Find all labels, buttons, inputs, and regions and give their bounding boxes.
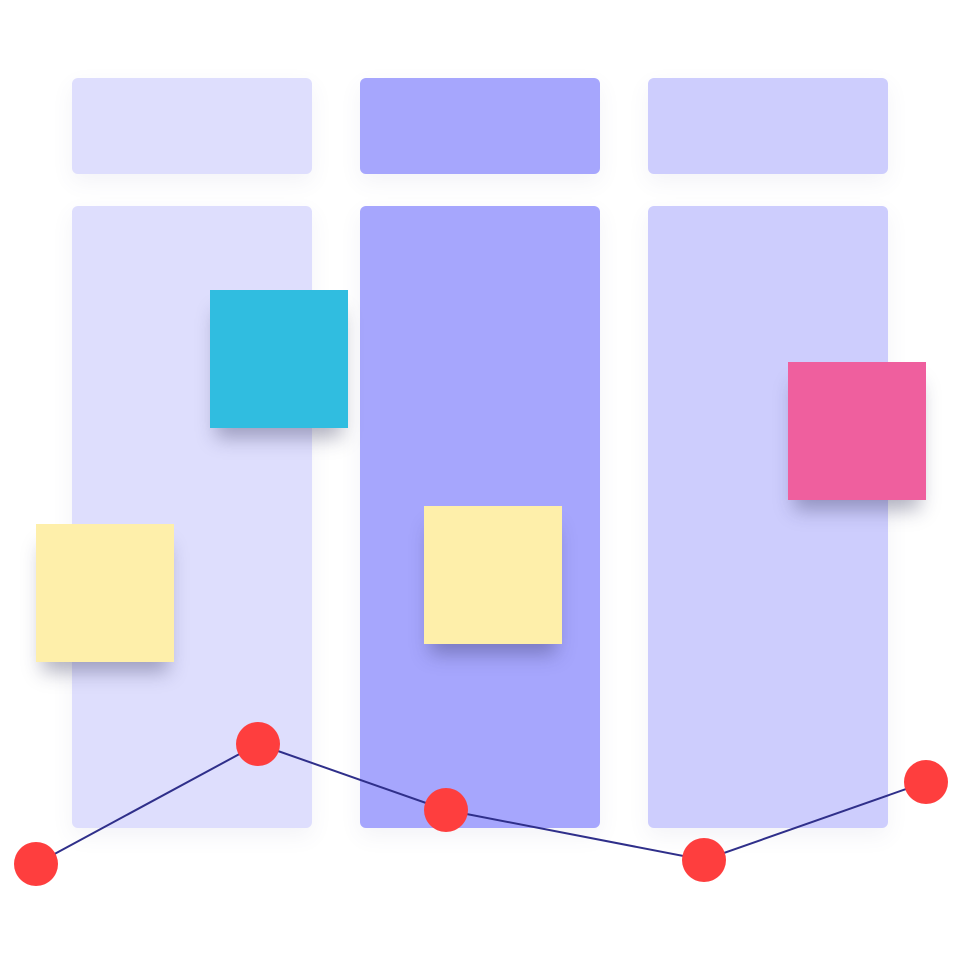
trend-point — [424, 788, 468, 832]
trend-line — [35, 742, 927, 865]
column-2-header — [360, 78, 600, 174]
trend-point — [236, 722, 280, 766]
sticky-note-yellow — [424, 506, 562, 644]
trend-point — [904, 760, 948, 804]
trend-point — [14, 842, 58, 886]
sticky-note-cyan — [210, 290, 348, 428]
trend-point — [682, 838, 726, 882]
column-3 — [648, 206, 888, 828]
column-1-header — [72, 78, 312, 174]
column-3-header — [648, 78, 888, 174]
sticky-note-yellow — [36, 524, 174, 662]
sticky-note-pink — [788, 362, 926, 500]
